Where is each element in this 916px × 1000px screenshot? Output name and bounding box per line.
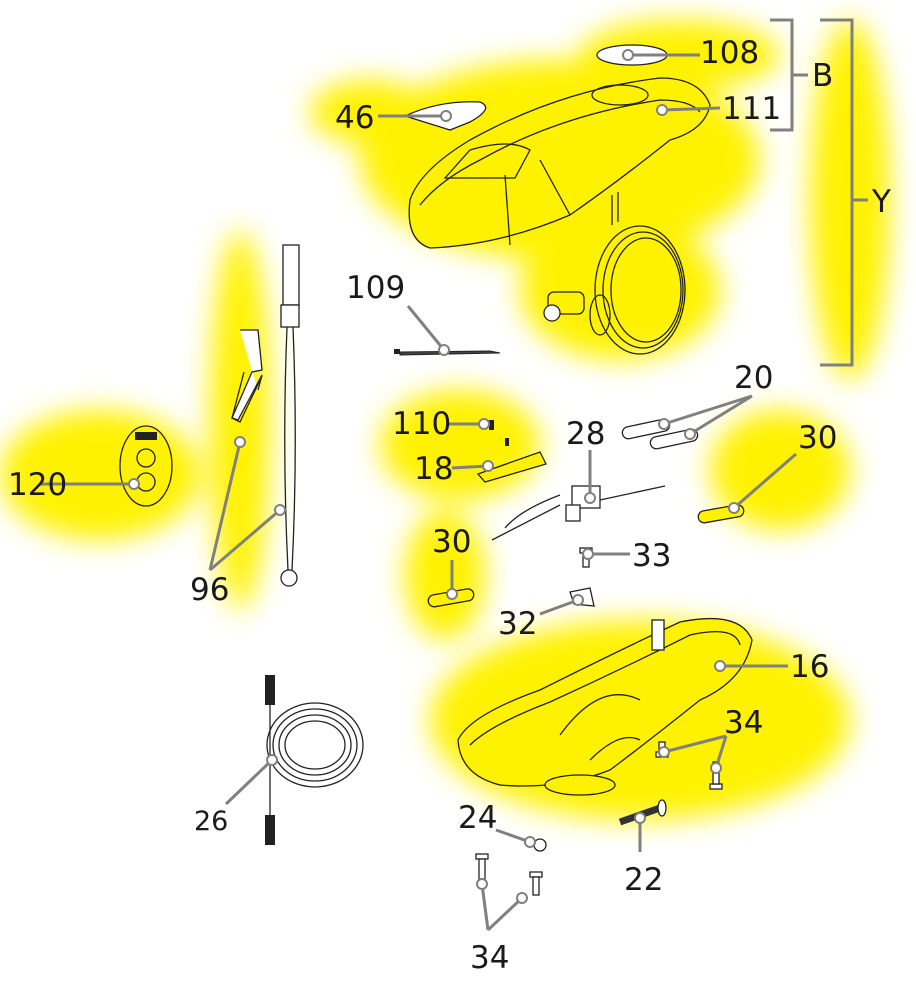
callout-24: 24 bbox=[458, 800, 497, 836]
leader-lines bbox=[40, 49, 797, 932]
cable-part-26 bbox=[265, 675, 364, 845]
callout-111: 111 bbox=[722, 91, 781, 127]
callout-33: 33 bbox=[632, 538, 671, 574]
callout-group-b: B bbox=[812, 58, 833, 94]
callout-28: 28 bbox=[566, 416, 605, 452]
callout-108: 108 bbox=[700, 35, 759, 71]
bracket-y bbox=[820, 18, 868, 367]
callout-30-right: 30 bbox=[798, 420, 837, 456]
callout-96: 96 bbox=[190, 572, 229, 608]
callout-32: 32 bbox=[498, 606, 537, 642]
upper-cover-part-111 bbox=[408, 77, 711, 249]
bracket-b bbox=[770, 18, 808, 132]
callout-34-bottom: 34 bbox=[470, 940, 509, 976]
callout-34-right: 34 bbox=[724, 705, 763, 741]
callout-labels: 108 111 B Y 46 109 110 18 28 20 30 30 33… bbox=[8, 35, 891, 976]
clip-part-18 bbox=[476, 438, 547, 483]
callout-120: 120 bbox=[8, 467, 67, 503]
callout-30-left: 30 bbox=[432, 524, 471, 560]
coil-cable bbox=[543, 225, 686, 355]
callout-18: 18 bbox=[414, 451, 453, 487]
callout-46: 46 bbox=[335, 100, 374, 136]
callout-group-y: Y bbox=[871, 184, 891, 220]
lanyard-part-96 bbox=[231, 244, 300, 587]
sensor-part-28 bbox=[491, 485, 666, 541]
callout-110: 110 bbox=[392, 406, 451, 442]
callout-16: 16 bbox=[790, 649, 829, 685]
cable-tie-part-109 bbox=[394, 349, 501, 356]
callout-109: 109 bbox=[346, 270, 405, 306]
callout-26: 26 bbox=[194, 806, 228, 837]
screws-part-34-bottom bbox=[475, 853, 543, 896]
screw-part-110 bbox=[489, 420, 494, 430]
remote-part-120 bbox=[119, 425, 173, 507]
callout-22: 22 bbox=[624, 862, 663, 898]
callout-20: 20 bbox=[734, 360, 773, 396]
